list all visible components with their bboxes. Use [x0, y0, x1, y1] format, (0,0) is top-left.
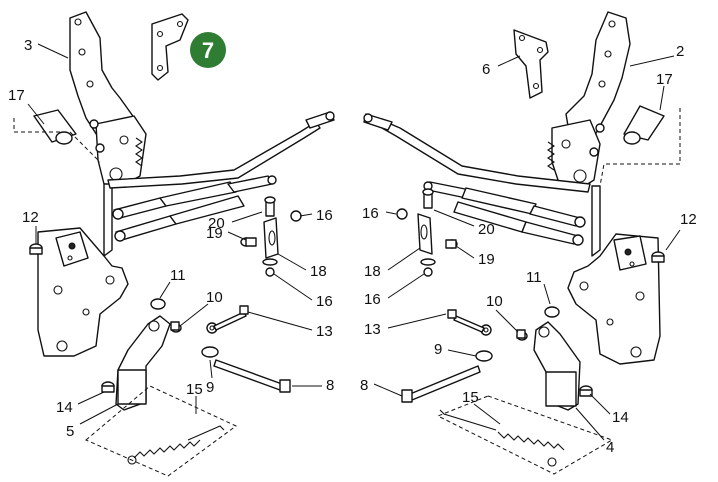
right-gas-struts [423, 181, 586, 246]
callout-18-right: 18 [364, 263, 381, 280]
callout-9-right: 9 [434, 341, 442, 358]
leader-lines [27, 43, 681, 441]
left-bolt-8 [213, 359, 291, 393]
left-nut-12 [29, 243, 43, 255]
callout-13-right: 13 [364, 321, 381, 338]
right-bolt-13 [447, 309, 485, 333]
left-nut-14 [101, 381, 115, 393]
left-link-rod [107, 111, 335, 189]
right-bracket-6 [513, 29, 549, 99]
badge-label: 7 [202, 38, 214, 63]
left-assembly [13, 11, 335, 477]
right-bolt-8 [401, 365, 481, 403]
callout-2: 2 [676, 43, 684, 60]
left-washer-9 [201, 346, 219, 358]
callout-8-left: 8 [326, 377, 334, 394]
callout-12-right: 12 [680, 211, 697, 228]
right-bushing-10 [516, 329, 528, 341]
callout-6: 6 [482, 61, 490, 78]
callout-13-left: 13 [316, 323, 333, 340]
right-pivot-arm [533, 321, 581, 411]
left-spring-15 [85, 385, 237, 477]
right-assembly [363, 11, 681, 475]
callout-16-left-bottom: 16 [316, 293, 333, 310]
callout-17-left: 17 [8, 87, 25, 104]
left-roller [13, 109, 101, 163]
callout-14-right: 14 [612, 409, 629, 426]
callout-10-right: 10 [486, 293, 503, 310]
right-bracket-spring [547, 141, 555, 171]
right-pin-bracket-set [396, 188, 458, 277]
right-mount-column [591, 185, 601, 257]
callout-9-left: 9 [206, 379, 214, 396]
right-roller [599, 105, 681, 187]
right-washer-11 [544, 306, 560, 318]
callout-19-left: 19 [206, 225, 223, 242]
callout-19-right: 19 [478, 251, 495, 268]
item-7-badge: 7 [190, 32, 226, 68]
callout-15-left: 15 [186, 381, 203, 398]
callout-16-right-bottom: 16 [364, 291, 381, 308]
right-lower-plate [567, 233, 661, 365]
callout-10-left: 10 [206, 289, 223, 306]
right-washer-9 [475, 350, 493, 362]
left-mount-column [103, 183, 113, 257]
callout-12-left: 12 [22, 209, 39, 226]
right-spring-15 [436, 395, 614, 475]
callout-20-left: 20 [208, 215, 225, 232]
left-bracket-spring [135, 137, 143, 167]
callout-8-right: 8 [360, 377, 368, 394]
callout-3: 3 [24, 37, 32, 54]
right-nut-12 [651, 251, 665, 263]
right-link-rod [363, 113, 591, 193]
callout-17-right: 17 [656, 71, 673, 88]
left-pin-bracket-set [240, 196, 302, 277]
left-gas-struts [112, 175, 277, 242]
callout-labels: 3 17 12 20 16 19 18 16 11 10 13 9 8 14 5… [8, 37, 697, 456]
left-lower-plate [37, 227, 129, 357]
left-bolt-13 [213, 305, 249, 331]
callout-16-right-top: 16 [362, 205, 379, 222]
left-washer-11 [150, 298, 166, 310]
callout-11-right: 11 [526, 269, 542, 286]
callout-16-left-top: 16 [316, 207, 333, 224]
callout-18-left: 18 [310, 263, 327, 280]
callout-11-left: 11 [170, 267, 186, 284]
right-nut-14 [579, 385, 593, 397]
badge-circle [190, 32, 226, 68]
callout-14-left: 14 [56, 399, 73, 416]
callout-5: 5 [66, 423, 74, 440]
callout-15-right: 15 [462, 389, 479, 406]
callout-20-right: 20 [478, 221, 495, 238]
left-bracket-7 [151, 13, 189, 81]
left-pivot-arm [115, 315, 171, 411]
callout-4: 4 [606, 439, 614, 456]
left-bushing-10 [170, 321, 182, 333]
